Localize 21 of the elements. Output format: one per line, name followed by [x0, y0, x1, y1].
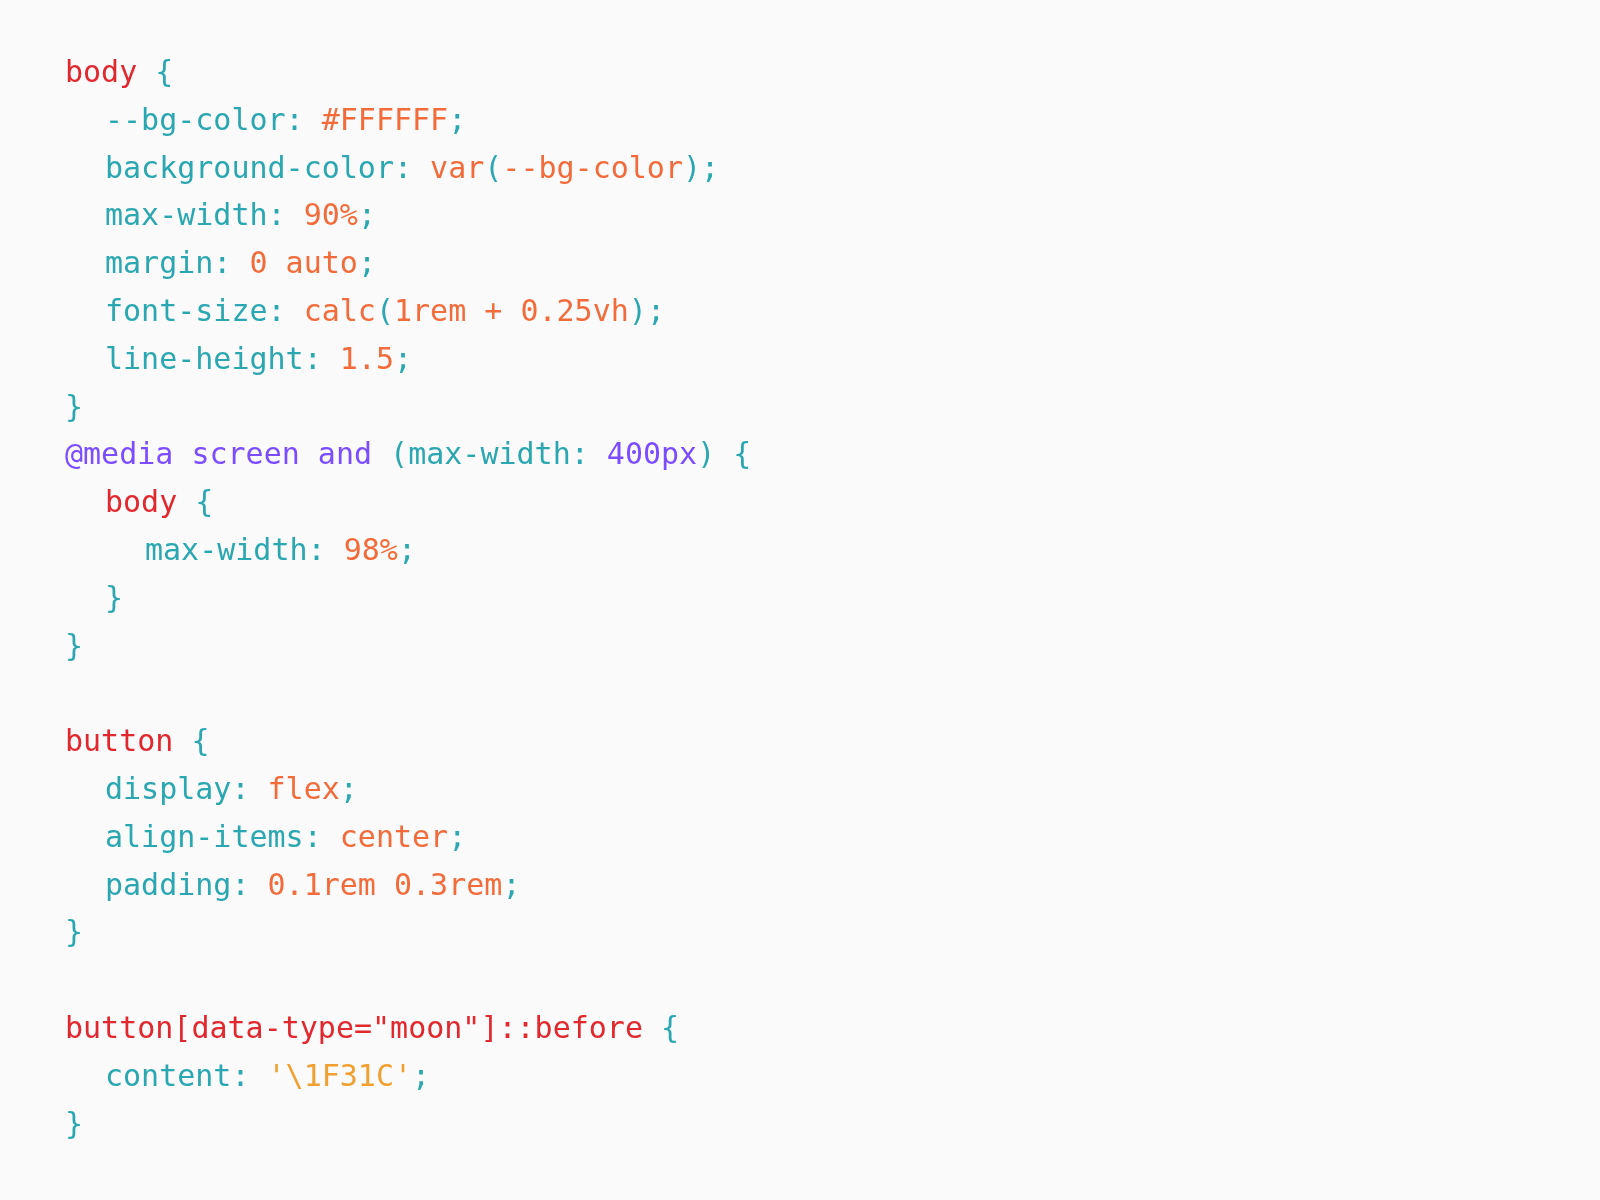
code-line: button { [65, 722, 210, 761]
code-line: font-size: calc(1rem + 0.25vh); [105, 292, 665, 330]
code-line: } [105, 578, 124, 617]
code-line: display: flex; [105, 770, 358, 808]
code-line: align-items: center; [105, 817, 467, 856]
code-line: --bg-color: #FFFFFF; [105, 100, 467, 139]
code-line: @media screen and (max-width: 400px) { [65, 435, 752, 474]
code-line: content: '\1F31C'; [105, 1056, 431, 1095]
code-line: button[data-type="moon"]::before { [65, 1009, 680, 1047]
code-line: line-height: 1.5; [105, 339, 413, 378]
code-line: body { [65, 53, 174, 91]
code-line: } [65, 913, 84, 952]
code-line: margin: 0 auto; [105, 244, 376, 283]
code-line: } [65, 387, 84, 426]
code-line: padding: 0.1rem 0.3rem; [105, 865, 521, 904]
code-line: } [65, 1104, 84, 1143]
code-line: max-width: 98%; [145, 531, 416, 569]
code-line: background-color: var(--bg-color); [105, 148, 720, 187]
code-line: } [65, 626, 84, 665]
code-line: body { [105, 483, 214, 522]
code-line: max-width: 90%; [105, 196, 376, 235]
